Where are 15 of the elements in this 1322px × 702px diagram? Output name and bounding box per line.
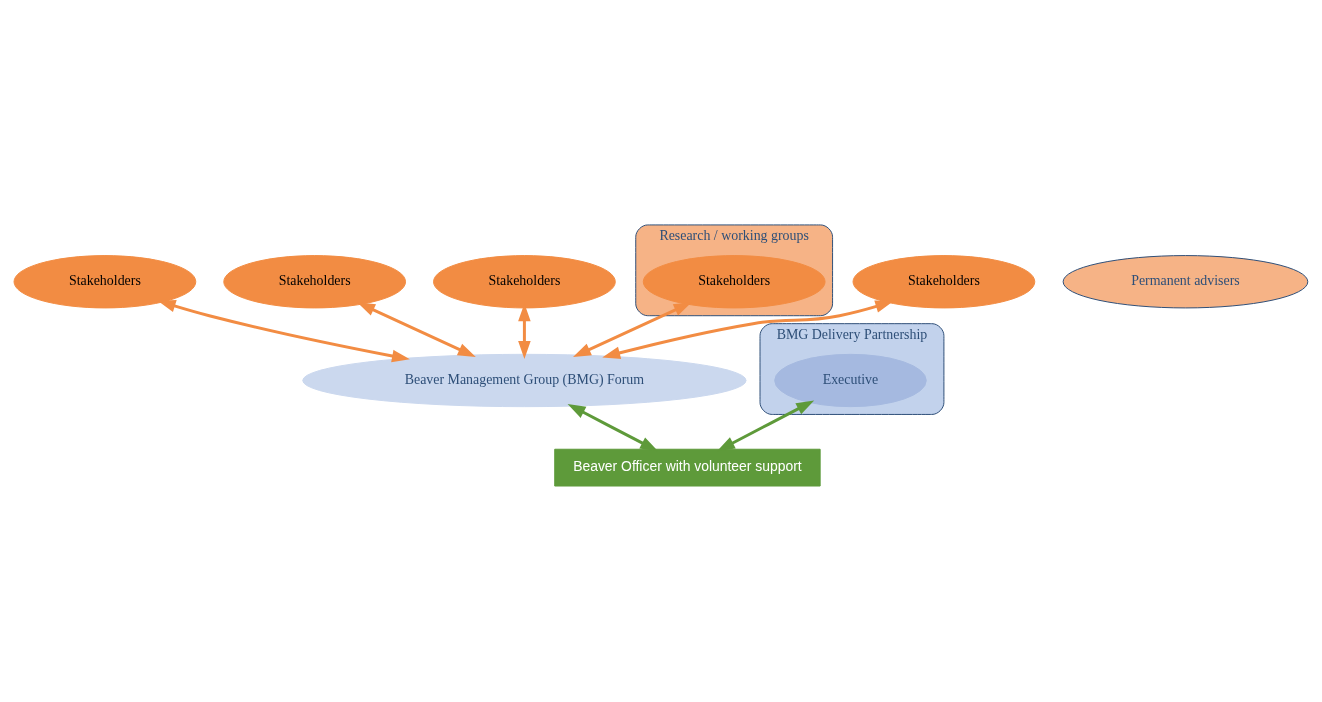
node-ellipse: Stakeholders bbox=[642, 254, 826, 308]
node-ellipse: Permanent advisers bbox=[1062, 254, 1309, 308]
arrow bbox=[573, 301, 692, 357]
arrow bbox=[716, 399, 815, 451]
arrow bbox=[602, 299, 894, 359]
node-ellipse: Stakeholders bbox=[433, 254, 616, 308]
node-ellipse: Beaver Management Group (BMG) Forum bbox=[302, 353, 747, 407]
node-box: Beaver Officer with volunteer support bbox=[554, 448, 821, 486]
node-ellipse: Stakeholders bbox=[852, 254, 1036, 308]
arrow bbox=[357, 301, 476, 357]
node-ellipse: Executive bbox=[774, 353, 927, 407]
node-ellipse: Stakeholders bbox=[223, 254, 407, 308]
arrow bbox=[567, 403, 659, 451]
node-ellipse: Stakeholders bbox=[13, 254, 197, 308]
arrow bbox=[157, 299, 410, 362]
